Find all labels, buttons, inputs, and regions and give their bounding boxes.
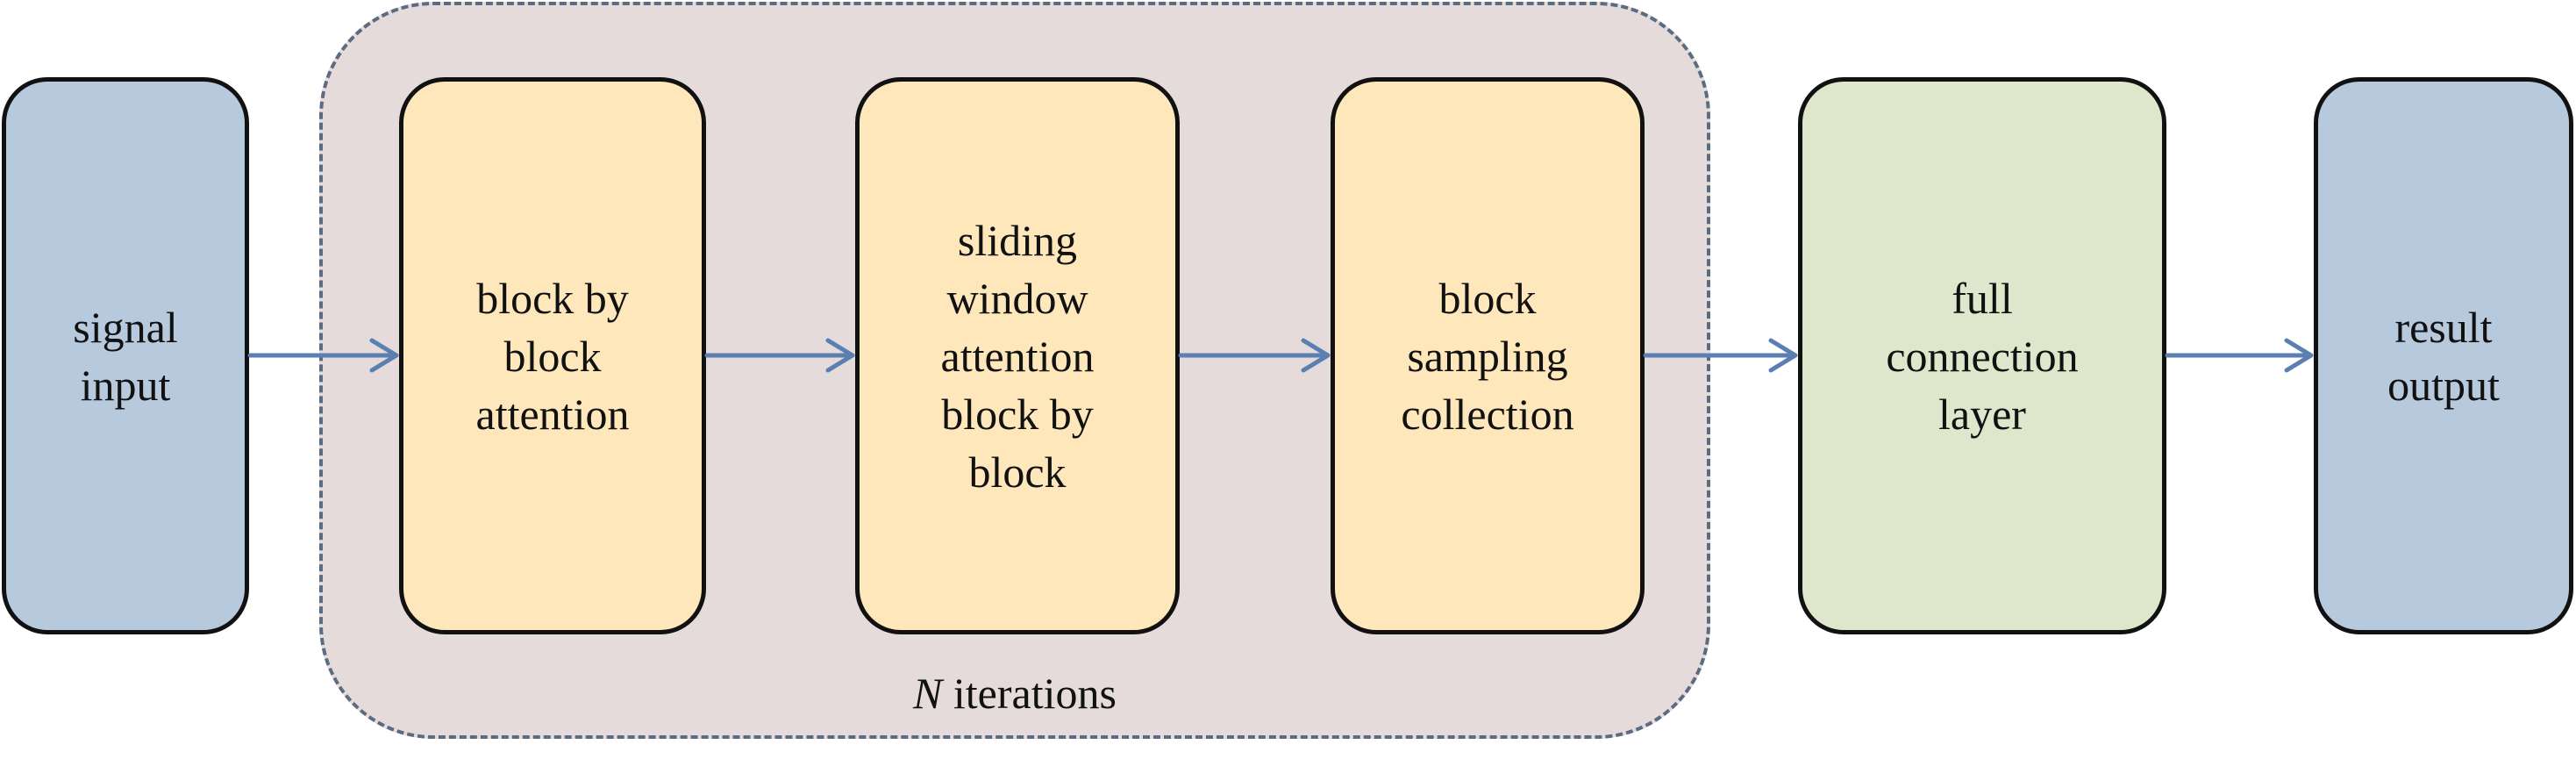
arrow-block-attention-to-sliding-window (704, 338, 855, 373)
arrow-signal-to-block-attention (247, 338, 399, 373)
signal-input-node: signal input (2, 77, 249, 634)
arrow-sliding-window-to-block-sampling (1178, 338, 1331, 373)
sliding-window-attention-node: sliding window attention block by block (855, 77, 1180, 634)
arrow-block-sampling-to-full-connection (1643, 338, 1798, 373)
block-sampling-node: block sampling collection (1331, 77, 1645, 634)
iteration-label-text: iterations (953, 669, 1117, 718)
arrow-full-connection-to-result-output (2165, 338, 2314, 373)
full-connection-layer-node: full connection layer (1798, 77, 2166, 634)
iteration-variable: N (913, 669, 943, 718)
result-output-node: result output (2314, 77, 2573, 634)
block-attention-node: block by block attention (399, 77, 706, 634)
iteration-label: N iterations (319, 662, 1710, 724)
